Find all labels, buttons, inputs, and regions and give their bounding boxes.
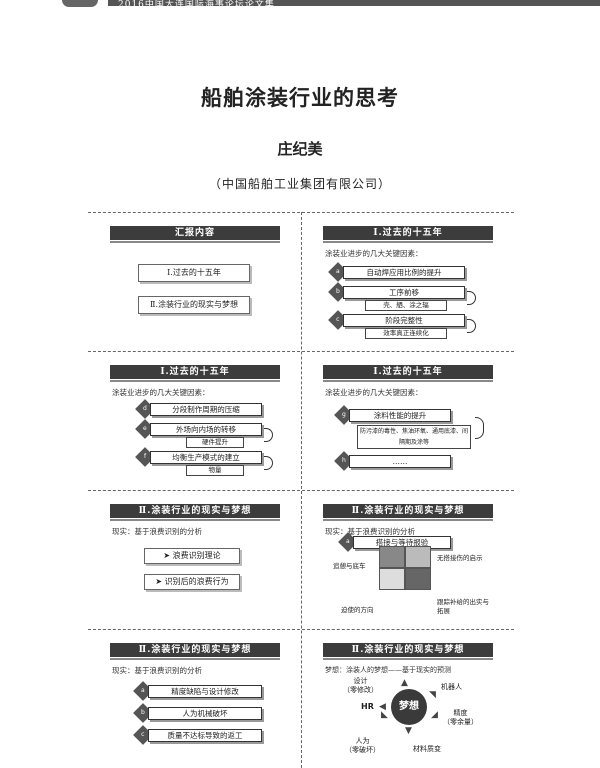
dream-spoke-hr: HR <box>361 702 374 711</box>
slide-reality-2: Ⅱ.涂装行业的现实与梦想 现实：基于浪费识别的分析 a 搭接与等待报验 无搭接伤… <box>301 490 514 626</box>
arrow-up-icon: ▲ <box>401 678 408 688</box>
factor-label: 工序前移 <box>343 286 465 299</box>
arrow-down-left-icon: ◣ <box>381 710 388 720</box>
arrow-left-icon: ◀ <box>379 702 386 712</box>
factor-label: 均衡生产模式的建立 <box>150 451 262 464</box>
factor-label: 涂料性能的提升 <box>349 409 451 422</box>
bracket-icon <box>467 319 476 333</box>
slide-key-factors-1: Ⅰ.过去的十五年 涂装业进步的几大关键因素： a 自动焊应用比例的提升 b 工序… <box>301 212 514 348</box>
puzzle-label: 迫使的方向 <box>341 606 374 614</box>
author-name: 庄纪美 <box>277 140 323 158</box>
puzzle-piece <box>379 568 405 590</box>
factor-label: 精度缺陷与设计修改 <box>148 685 262 698</box>
slide-subtitle: 涂装业进步的几大关键因素： <box>112 388 210 397</box>
puzzle-piece <box>405 546 431 568</box>
agenda-item: Ⅱ.涂装行业的现实与梦想 <box>138 296 250 314</box>
bracket-icon <box>467 291 476 305</box>
factor-subitem: 效率真正连续化 <box>365 328 447 339</box>
slide-subtitle: 梦想：涂装人的梦想——基于现实的预测 <box>325 666 451 674</box>
slides-grid: 汇报内容 Ⅰ.过去的十五年 Ⅱ.涂装行业的现实与梦想 Ⅰ.过去的十五年 涂装业进… <box>88 212 514 768</box>
factor-label: 人为机械破坏 <box>148 707 262 720</box>
running-head-bar <box>108 0 600 6</box>
slide-reality-1: Ⅱ.涂装行业的现实与梦想 现实：基于浪费识别的分析 ➤ 浪费识别理论 ➤ 识别后… <box>88 490 301 626</box>
slide-subtitle: 现实：基于浪费识别的分析 <box>112 527 202 536</box>
running-head-text: 2016中国大连国际海事论坛论文集 <box>118 0 275 10</box>
dream-spoke-robot: 机器人 <box>441 683 462 691</box>
dream-spoke-precision: 精度 （零余量） <box>443 709 478 726</box>
slide-header: Ⅱ.涂装行业的现实与梦想 <box>110 643 280 660</box>
arrow-down-icon: ▼ <box>405 726 412 736</box>
reality-item: ➤ 识别后的浪费行为 <box>144 574 240 590</box>
factor-label: 外场向内场的转移 <box>150 423 262 436</box>
dream-spoke-design: 设计 （零修改） <box>343 677 378 694</box>
slide-reality-3: Ⅱ.涂装行业的现实与梦想 现实：基于浪费识别的分析 a 精度缺陷与设计修改 b … <box>88 629 301 765</box>
puzzle-piece <box>405 568 431 590</box>
bracket-icon <box>264 456 273 470</box>
slide-header: Ⅱ.涂装行业的现实与梦想 <box>323 504 493 521</box>
factor-subitem: 物量 <box>186 465 244 476</box>
puzzle-piece <box>379 546 405 568</box>
agenda-item: Ⅰ.过去的十五年 <box>138 264 250 282</box>
factor-subitem: 壳、舾、涂之辐 <box>365 300 447 311</box>
dream-spoke-human: 人为 （零破坏） <box>345 737 380 754</box>
journal-logo <box>62 0 98 7</box>
grid-divider-vertical <box>301 212 302 768</box>
slide-header: Ⅱ.涂装行业的现实与梦想 <box>110 504 280 521</box>
slide-agenda: 汇报内容 Ⅰ.过去的十五年 Ⅱ.涂装行业的现实与梦想 <box>88 212 301 348</box>
puzzle-label: 跟踪补给的出实与拓展 <box>437 598 489 615</box>
bracket-icon <box>475 417 484 439</box>
slide-header: Ⅰ.过去的十五年 <box>323 365 493 382</box>
factor-label: 阶段完整性 <box>343 314 465 327</box>
bracket-icon <box>264 428 273 442</box>
slide-header: 汇报内容 <box>110 226 280 243</box>
factor-label: 自动焊应用比例的提升 <box>343 266 465 279</box>
author-affiliation: （中国船舶工业集团有限公司） <box>208 177 391 191</box>
dream-center: 梦想 <box>391 689 427 725</box>
factor-subitem: 硬件提升 <box>186 437 244 448</box>
factor-note: 防污漆的毒性、焦油环氧、通用底漆、间隔期及涂等 <box>357 425 471 449</box>
slide-header: Ⅱ.涂装行业的现实与梦想 <box>323 643 493 660</box>
paper-title: 船舶涂装行业的思考 <box>201 85 399 110</box>
slide-header: Ⅰ.过去的十五年 <box>110 365 280 382</box>
slide-subtitle: 现实：基于浪费识别的分析 <box>325 527 415 536</box>
puzzle-label: 无搭接伤的启示 <box>437 554 483 562</box>
puzzle-graphic <box>379 546 431 590</box>
arrow-down-right-icon: ◢ <box>431 710 438 720</box>
slide-key-factors-3: Ⅰ.过去的十五年 涂装业进步的几大关键因素： g 涂料性能的提升 防污漆的毒性、… <box>301 351 514 487</box>
factor-label: 质量不达标导致的返工 <box>148 729 262 742</box>
puzzle-label: 追憩与底车 <box>333 562 366 570</box>
factor-label: …… <box>349 455 451 468</box>
arrow-up-right-icon: ◥ <box>429 690 436 700</box>
running-head: 2016中国大连国际海事论坛论文集 <box>0 0 600 14</box>
slide-key-factors-2: Ⅰ.过去的十五年 涂装业进步的几大关键因素： d 分段制作周期的压缩 e 外场向… <box>88 351 301 487</box>
factor-label: 分段制作周期的压缩 <box>150 403 262 416</box>
slide-subtitle: 现实：基于浪费识别的分析 <box>112 666 202 675</box>
dream-spoke-material: 材料质变 <box>413 745 441 753</box>
slide-header: Ⅰ.过去的十五年 <box>323 226 493 243</box>
reality-item: ➤ 浪费识别理论 <box>144 548 240 564</box>
slide-subtitle: 涂装业进步的几大关键因素： <box>325 249 423 258</box>
slide-subtitle: 涂装业进步的几大关键因素： <box>325 388 423 397</box>
slide-dream: Ⅱ.涂装行业的现实与梦想 梦想：涂装人的梦想——基于现实的预测 梦想 ▲ ◥ ◢… <box>301 629 514 768</box>
